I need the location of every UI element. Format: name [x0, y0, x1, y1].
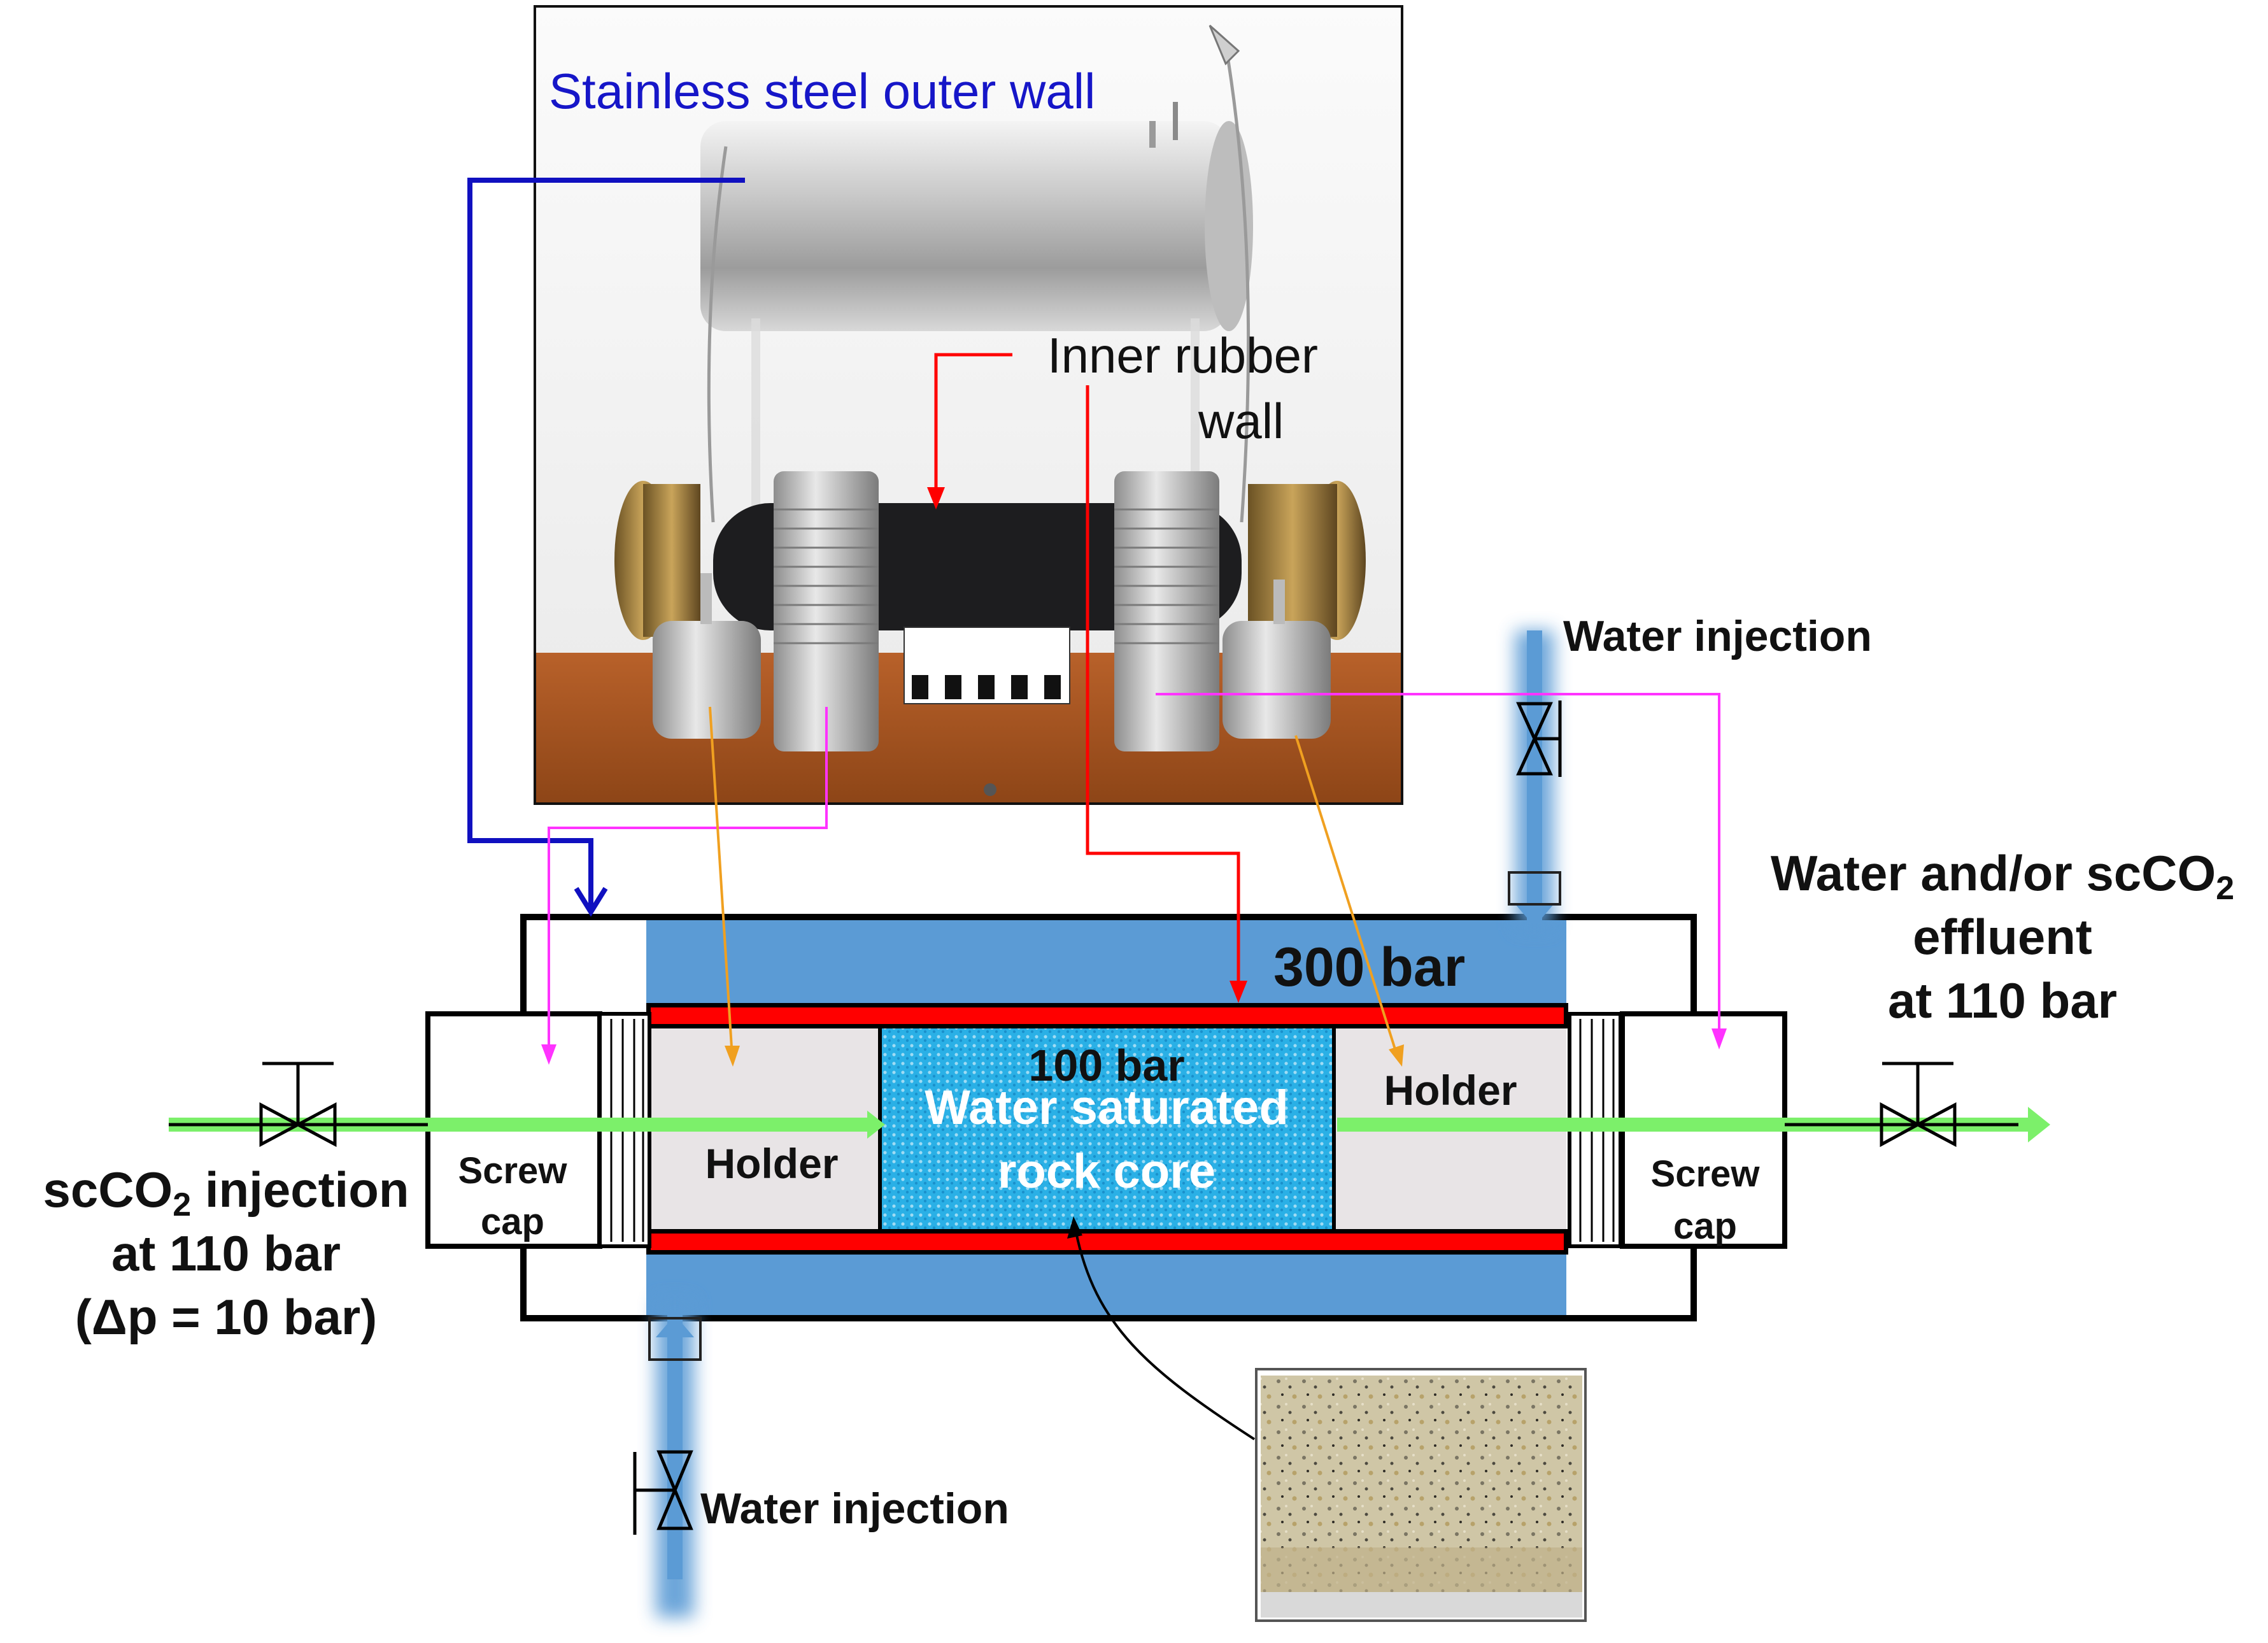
outer-wall-label: Stainless steel outer wall	[549, 63, 1095, 119]
outlet-valve	[1880, 1062, 1957, 1148]
screw-cap-pointer-right	[1156, 693, 1727, 1049]
photo-screw-cap-left	[653, 621, 761, 739]
outlet-label-line3: at 110 bar	[1888, 972, 2117, 1028]
outlet-label-line1: Water and/or scCO2	[1771, 845, 2234, 907]
steel-cylinder	[700, 121, 1229, 331]
rock-sample-photo	[1255, 1368, 1587, 1622]
rock-photo-pointer	[1067, 1216, 1256, 1440]
outer-wall-pointer	[467, 178, 745, 917]
rubber-wall-label-line2: wall	[1198, 393, 1284, 449]
inlet-label-line2: at 110 bar	[111, 1225, 341, 1281]
confining-pressure-label: 300 bar	[1273, 937, 1465, 998]
holder-pointer-right	[1294, 735, 1404, 1067]
inlet-valve	[259, 1062, 337, 1148]
photo-screw-cap-right	[1223, 621, 1331, 739]
rubber-wall-label-line1: Inner rubber	[1047, 327, 1318, 383]
screw-cap-right-line1: Screw	[1651, 1153, 1761, 1195]
co2-flow-line	[169, 1107, 2050, 1142]
holder-left-label: Holder	[705, 1140, 838, 1187]
photo-holder-right	[1114, 471, 1219, 751]
screw-cap-left-line2: cap	[481, 1201, 544, 1242]
rubber-wall-pointer-photo	[927, 353, 1012, 509]
core-label-line1: Water saturated	[925, 1081, 1289, 1135]
core-label-line2: rock core	[998, 1144, 1216, 1198]
water-injection-top-label: Water injection	[1563, 612, 1872, 660]
water-injection-top-pipe	[1508, 630, 1562, 930]
rock-core	[878, 1025, 1336, 1235]
rubber-wall-pointer-schematic	[1086, 385, 1247, 1003]
screw-cap-left-line1: Screw	[458, 1150, 568, 1191]
inlet-label-line3: (Δp = 10 bar)	[75, 1289, 377, 1345]
holder-right-label: Holder	[1384, 1067, 1517, 1114]
core-pressure-label: 100 bar	[1028, 1041, 1184, 1090]
inlet-label-line1: scCO2 injection	[43, 1162, 409, 1223]
screw-cap-right-line2: cap	[1673, 1206, 1737, 1247]
apparatus-photo	[534, 5, 1403, 805]
holder-pointer-left	[709, 706, 740, 1067]
water-injection-bottom-label: Water injection	[700, 1484, 1009, 1533]
water-injection-bottom-pipe	[633, 1299, 702, 1618]
photo-holder-left	[774, 471, 879, 751]
screw-cap-pointer-left	[541, 707, 828, 1065]
outlet-label-line2: effluent	[1913, 909, 2092, 965]
